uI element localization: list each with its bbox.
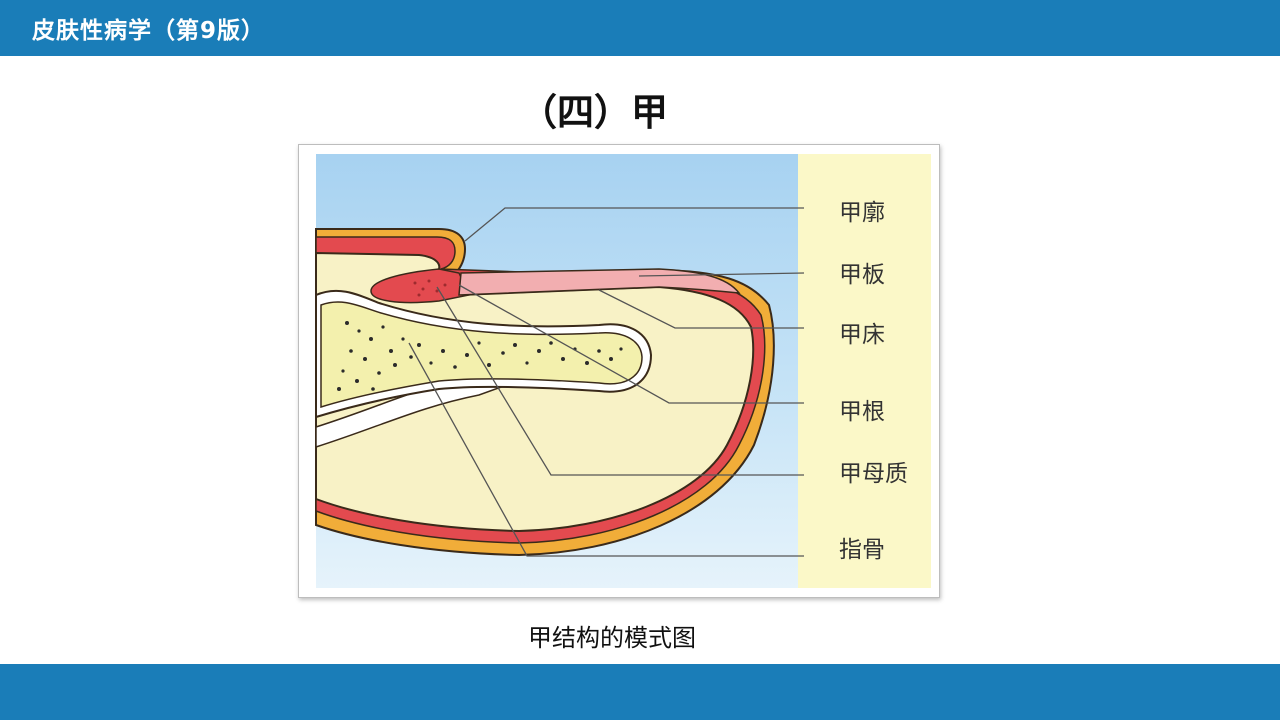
label-nail-bed: 甲床	[839, 322, 885, 348]
course-title: 皮肤性病学（第9版）	[32, 18, 266, 44]
leader-nail-matrix	[436, 286, 804, 476]
phalanx-bone	[320, 301, 643, 409]
nail-matrix-region	[370, 268, 471, 304]
label-nail-plate: 甲板	[839, 262, 885, 288]
label-nail-matrix: 甲母质	[839, 461, 908, 487]
leader-nail-plate	[638, 272, 805, 277]
leader-lines	[408, 207, 805, 557]
label-nail-fold: 甲廓	[839, 200, 885, 226]
nail-structure-figure: 甲廓 甲板 甲床 甲根 甲母质 指骨	[298, 144, 940, 598]
leader-nail-root	[458, 284, 804, 404]
header-bar: 皮肤性病学（第9版）	[0, 0, 1280, 56]
leader-nail-bed	[598, 289, 804, 329]
nail-diagram: 甲廓 甲板 甲床 甲根 甲母质 指骨	[315, 154, 931, 588]
label-panel	[798, 154, 931, 588]
tendon-gap	[315, 376, 530, 449]
leader-nail-fold	[464, 207, 804, 242]
footer-bar	[0, 664, 1280, 720]
matrix-speckles	[413, 279, 447, 297]
label-phalanx: 指骨	[839, 537, 885, 563]
figure-caption: 甲结构的模式图	[528, 624, 696, 652]
slide-title: （四）甲	[520, 91, 668, 134]
leader-phalanx	[408, 342, 804, 557]
label-nail-root: 甲根	[839, 399, 885, 425]
bone-marrow-dots	[337, 321, 623, 391]
